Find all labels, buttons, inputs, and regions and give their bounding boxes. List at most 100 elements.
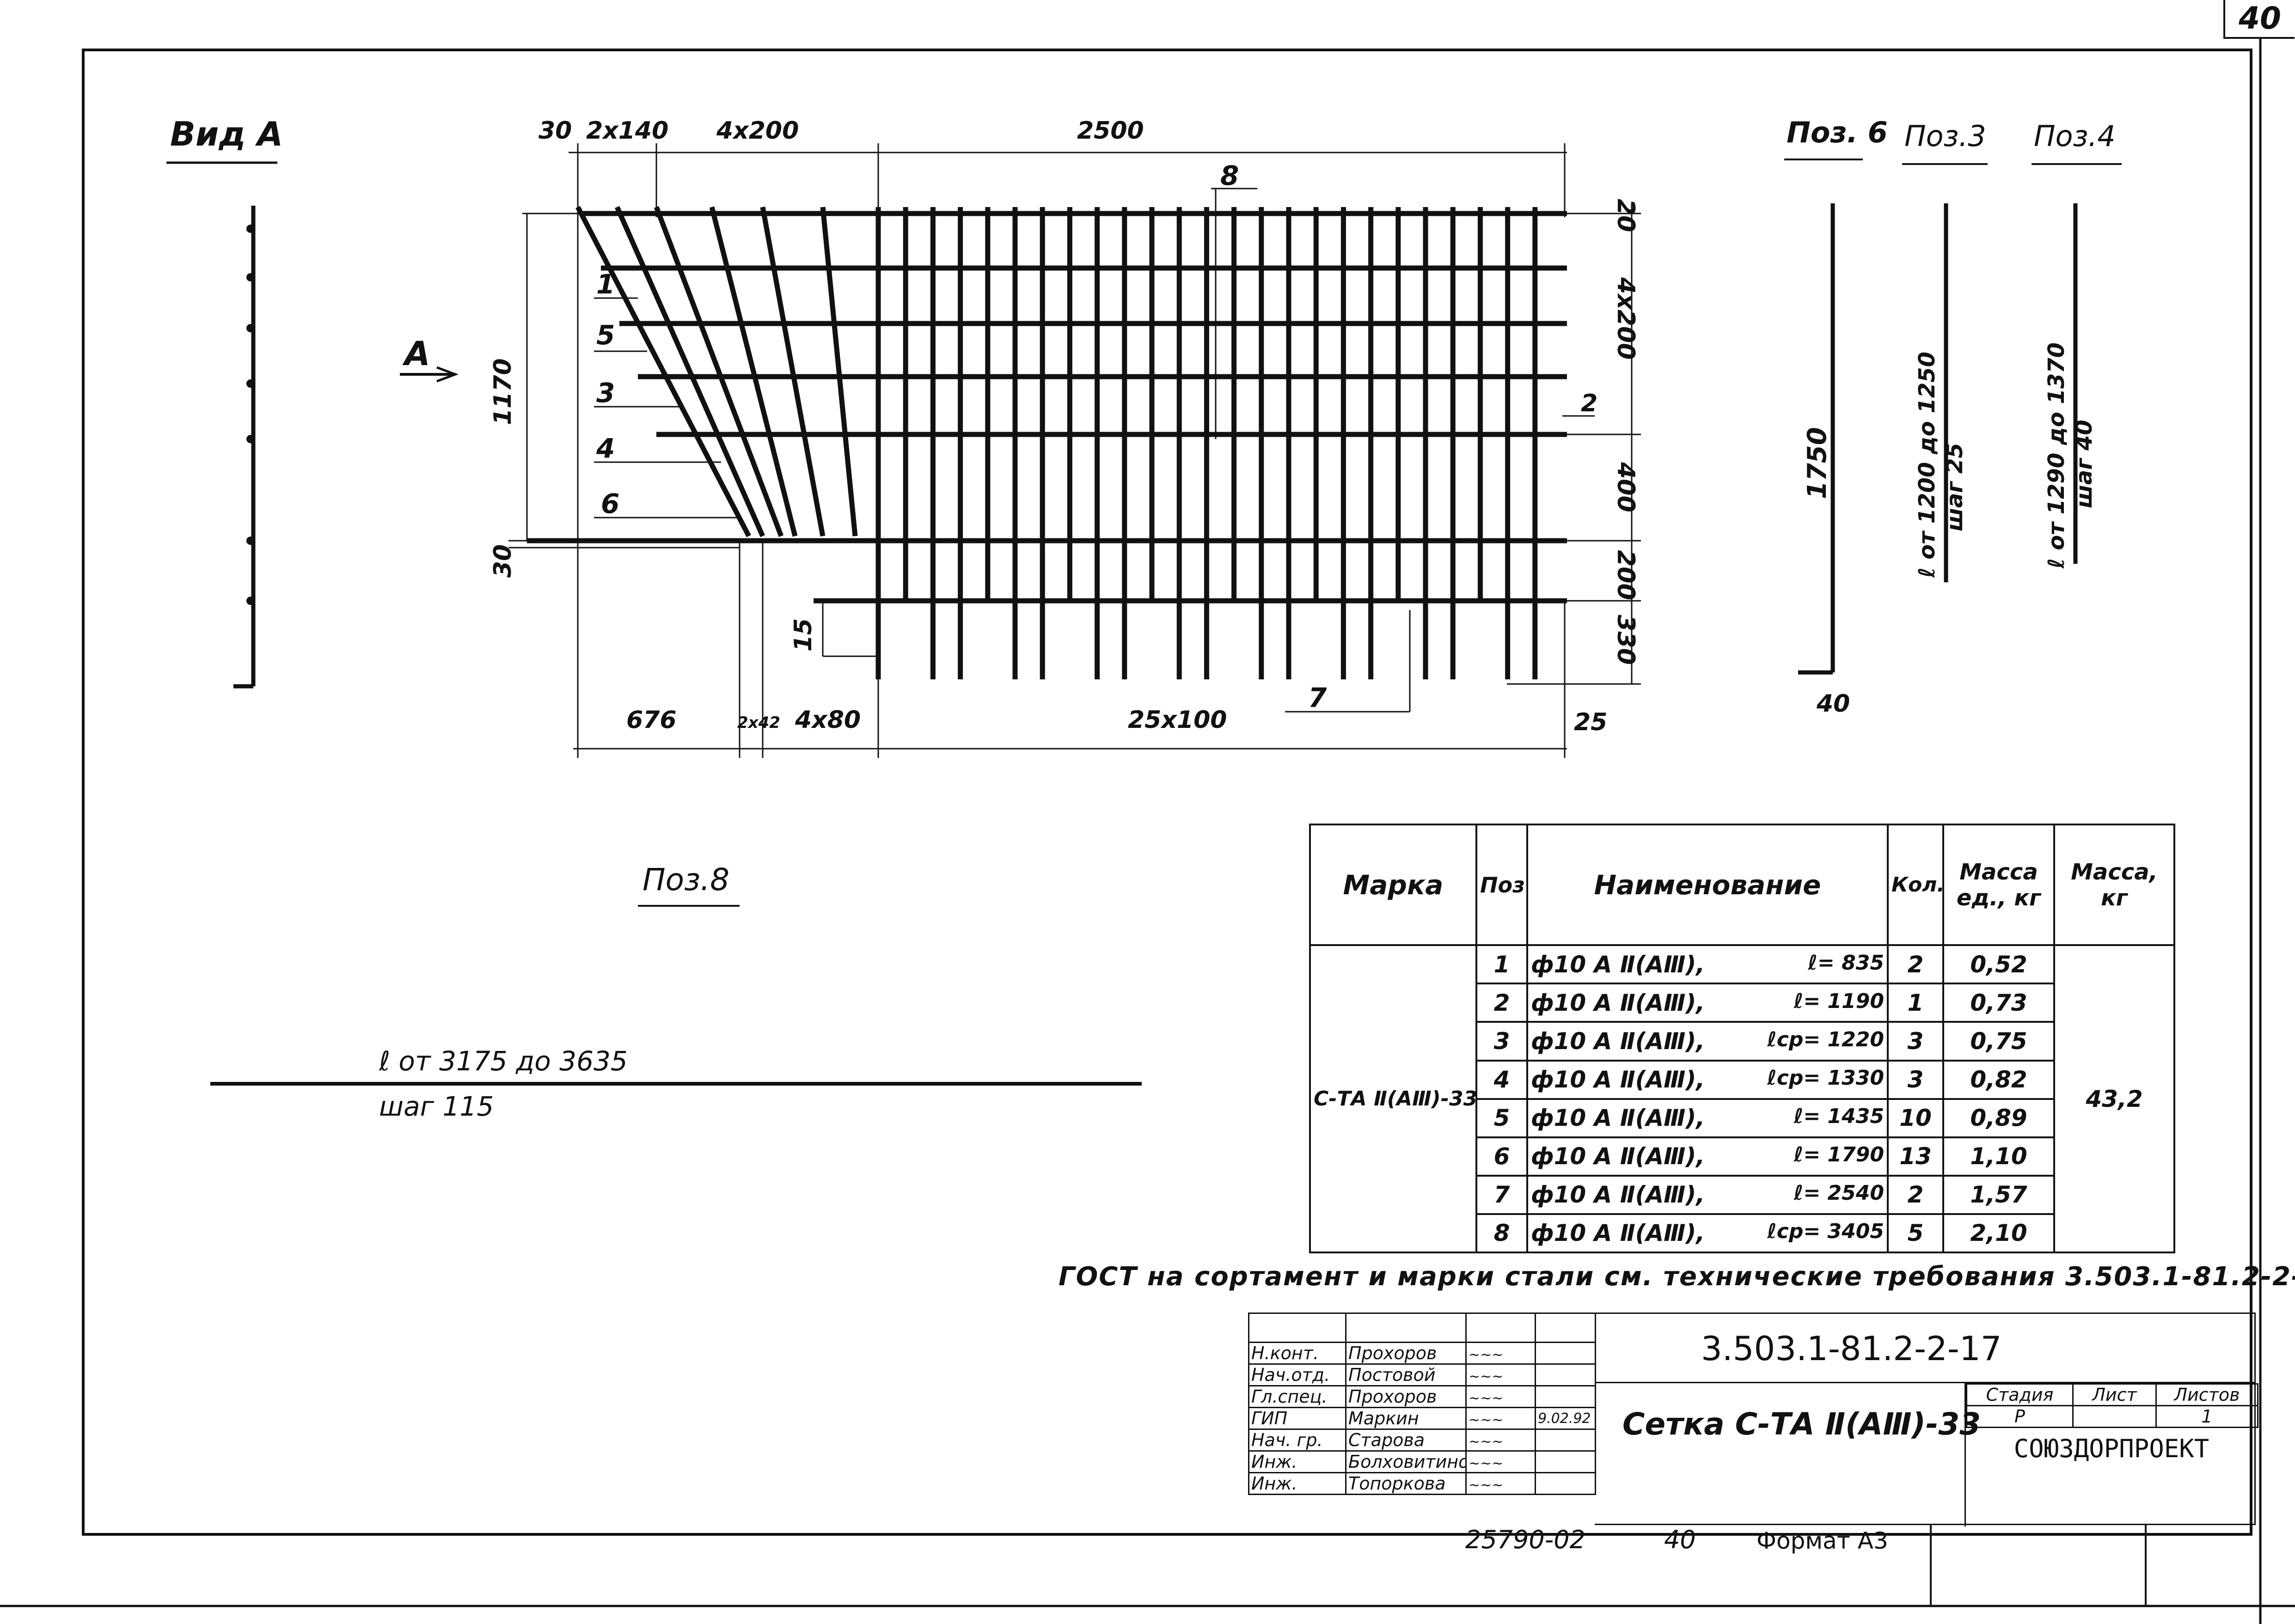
dim-right-400: 400 <box>1612 462 1640 513</box>
signer-row: Инж.Топоркова~~~ <box>1248 1472 1596 1495</box>
dim-bottom-25x100: 25х100 <box>1128 706 1227 734</box>
dim-right-200: 200 <box>1612 550 1640 600</box>
spec-pos: 8 <box>1475 1213 1528 1254</box>
inventory-number: 25790-02 <box>1465 1525 1585 1554</box>
pos-mark-7: 7 <box>1308 682 1327 714</box>
signer-name: Прохоров <box>1345 1385 1467 1408</box>
spec-qty: 2 <box>1887 1174 1944 1215</box>
signer-row: Гл.спец.Прохоров~~~ <box>1248 1385 1596 1408</box>
signature: ~~~ <box>1465 1429 1536 1452</box>
dimension-lines <box>508 143 1641 758</box>
inventory-page: 40 <box>1664 1525 1696 1554</box>
signer-name: Прохоров <box>1345 1342 1467 1365</box>
signature: ~~~ <box>1465 1342 1536 1365</box>
spec-pos: 7 <box>1475 1174 1528 1215</box>
format-label: Формат А3 <box>1756 1527 1888 1554</box>
spec-name: ф10 А Ⅱ(АⅢ),ℓ= 1790 <box>1526 1136 1889 1177</box>
spec-pos: 5 <box>1475 1098 1528 1138</box>
spec-length: ℓср= 1220 <box>1767 1028 1884 1051</box>
spec-qty: 3 <box>1887 1021 1944 1062</box>
spec-unit-mass: 0,82 <box>1942 1059 2055 1100</box>
pos-mark-4: 4 <box>596 433 615 464</box>
pos6-end: 40 <box>1816 690 1850 718</box>
spec-name-text: ф10 А Ⅱ(АⅢ), <box>1531 1220 1705 1247</box>
pos3-label: Поз.3 <box>1904 119 1986 153</box>
spec-qty: 1 <box>1887 983 1944 1023</box>
pos6-dim: 1750 <box>1802 427 1832 499</box>
spec-name-text: ф10 А Ⅱ(АⅢ), <box>1531 1181 1705 1209</box>
spec-unit-mass: 1,10 <box>1942 1136 2055 1177</box>
header-mark: Марка <box>1309 823 1477 946</box>
spec-name-text: ф10 А Ⅱ(АⅢ), <box>1531 1028 1705 1055</box>
title-block: Н.конт.Прохоров~~~Нач.отд.Постовой~~~Гл.… <box>1248 1313 2258 1526</box>
pos-mark-5: 5 <box>596 319 615 351</box>
signer-name: Старова <box>1345 1429 1467 1452</box>
dim-2: 2 <box>1581 390 1597 417</box>
header-mass-unit: Масса ед., кг <box>1942 823 2055 946</box>
footer-divider <box>2145 1525 2147 1606</box>
signer-row: Нач. гр.Старова~~~ <box>1248 1429 1596 1452</box>
signer-row: Инж.Болховитинова~~~ <box>1248 1450 1596 1473</box>
section-arrow-label: А <box>402 334 430 373</box>
sheet-header: Лист <box>2072 1383 2157 1406</box>
dim-left-1170: 1170 <box>489 358 517 425</box>
spec-unit-mass: 0,73 <box>1942 983 2055 1023</box>
spec-name: ф10 А Ⅱ(АⅢ),ℓ= 1435 <box>1526 1098 1889 1138</box>
spec-pos: 1 <box>1475 944 1528 985</box>
pos4-step: шаг 40 <box>2071 420 2097 508</box>
page-number: 40 <box>2223 0 2295 39</box>
signer-name: Болховитинова <box>1345 1450 1467 1473</box>
signer-row: Нач.отд.Постовой~~~ <box>1248 1363 1596 1386</box>
pos4-range: ℓ от 1290 до 1370 <box>2044 342 2069 569</box>
view-a-bars <box>246 225 255 605</box>
spec-name-text: ф10 А Ⅱ(АⅢ), <box>1531 1066 1705 1093</box>
position-leaders <box>594 188 1595 519</box>
signer-role: Нач. гр. <box>1248 1429 1346 1452</box>
spec-unit-mass: 2,10 <box>1942 1213 2055 1254</box>
footer-box <box>1930 1525 2258 1606</box>
spec-unit-mass: 0,89 <box>1942 1098 2055 1138</box>
pos4-label: Поз.4 <box>2034 119 2116 153</box>
spec-qty: 2 <box>1887 944 1944 985</box>
specification-table: Марка Поз Наименование Кол. Масса ед., к… <box>1309 823 2175 1254</box>
signer-role: Инж. <box>1248 1450 1346 1473</box>
signature: ~~~ <box>1465 1385 1536 1408</box>
dim-bottom-25: 25 <box>1574 708 1607 736</box>
stage-value: Р <box>1966 1405 2074 1428</box>
spec-name-text: ф10 А Ⅱ(АⅢ), <box>1531 989 1705 1016</box>
dim-bottom-676: 676 <box>626 706 677 734</box>
signature: ~~~ <box>1465 1363 1536 1386</box>
spec-total-mass: 43,2 <box>2053 944 2175 1253</box>
organization: СОЮЗДОРПРОЕКТ <box>2013 1434 2209 1463</box>
header-name: Наименование <box>1526 823 1889 946</box>
doc-code: 3.503.1-81.2-2-17 <box>1595 1314 2254 1383</box>
spec-length: ℓ= 1190 <box>1793 989 1884 1013</box>
signer-role: ГИП <box>1248 1407 1346 1430</box>
header-qty: Кол. <box>1887 823 1944 946</box>
spec-length: ℓ= 1790 <box>1793 1143 1884 1167</box>
spec-name: ф10 А Ⅱ(АⅢ), ℓ= 1190 <box>1526 983 1889 1023</box>
dim-top-30: 30 <box>539 117 572 145</box>
dim-15: 15 <box>789 618 817 652</box>
dim-top-2x140: 2х140 <box>586 117 668 145</box>
spec-name: ф10 А Ⅱ(АⅢ),ℓср= 1330 <box>1526 1059 1889 1100</box>
spec-unit-mass: 1,57 <box>1942 1174 2055 1215</box>
view-a-title: Вид А <box>170 115 283 153</box>
spec-length: ℓср= 3405 <box>1767 1220 1884 1244</box>
pos3-range: ℓ от 1200 до 1250 <box>1914 352 1940 578</box>
spec-qty: 10 <box>1887 1098 1944 1138</box>
item-title: Сетка С-ТА Ⅱ(АⅢ)-33 <box>1622 1406 1981 1442</box>
signer-name: Маркин <box>1345 1407 1467 1430</box>
signer-role: Инж. <box>1248 1472 1346 1495</box>
spec-pos: 3 <box>1475 1021 1528 1062</box>
signer-role: Н.конт. <box>1248 1342 1346 1365</box>
pos6-label: Поз. 6 <box>1787 116 1888 149</box>
